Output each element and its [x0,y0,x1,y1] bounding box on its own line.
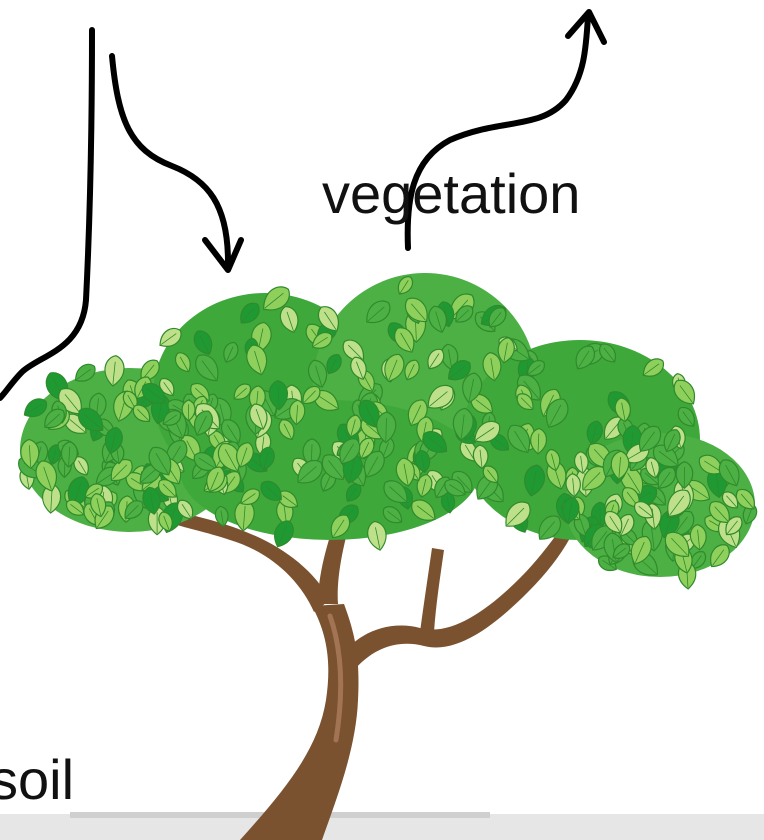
arrow-down-head [205,240,241,270]
tree-trunk [174,500,570,840]
vegetation-label: vegetation [322,166,580,222]
arrow-down-shaft [112,56,228,262]
flow-line-left [0,30,92,398]
branch-right-upper [420,548,444,632]
arrow-down-icon [112,56,241,270]
branch-right [346,530,570,668]
soil-label: soil [0,752,74,808]
tree-icon [14,273,760,840]
